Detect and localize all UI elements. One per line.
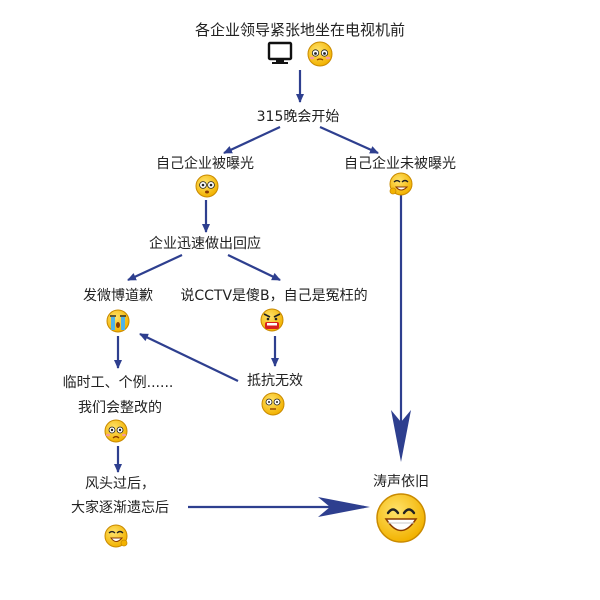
arrowhead-vertical: [391, 410, 411, 462]
arrow-start-to-not-exposed: [319, 125, 379, 155]
temp-worker-label: 临时工、个例......: [63, 375, 174, 391]
sad-face-icon: [104, 419, 128, 443]
will-fix-label: 我们会整改的: [78, 400, 162, 416]
arrow-respond-to-apology: [127, 254, 183, 281]
apology-label: 发微博道歉: [83, 287, 153, 304]
smirk-face-icon: [389, 172, 413, 196]
arrowhead-horizontal: [318, 497, 370, 517]
exposed-label: 自己企业被曝光: [156, 155, 254, 172]
blow-over-label-2: 大家逐渐遗忘后: [71, 499, 169, 516]
blow-over-label-1: 风头过后，: [85, 476, 155, 492]
not-exposed-label: 自己企业未被曝光: [344, 155, 456, 172]
arrow-resist-fail-to-apology: [139, 333, 239, 382]
resist-fail-label: 抵抗无效: [247, 373, 303, 389]
shocked-face-icon: [195, 174, 219, 198]
arrow-start-to-exposed: [223, 126, 281, 154]
tv-icon: [267, 41, 293, 64]
arrow-respond-to-blame: [227, 254, 281, 281]
angry-face-icon: [260, 308, 284, 332]
sly-face-icon: [104, 524, 128, 548]
worried-face-icon: [307, 41, 333, 67]
dazed-face-icon: [261, 392, 285, 416]
result-label: 涛声依旧: [373, 474, 429, 490]
grin-face-icon: [376, 493, 426, 543]
top-label: 各企业领导紧张地坐在电视机前: [195, 21, 405, 39]
blame-label: 说CCTV是傻B，自己是冤枉的: [180, 288, 367, 304]
start-label: 315晚会开始: [257, 109, 340, 125]
respond-label: 企业迅速做出回应: [149, 235, 261, 252]
crying-face-icon: [106, 309, 130, 333]
arrows: [114, 70, 403, 509]
